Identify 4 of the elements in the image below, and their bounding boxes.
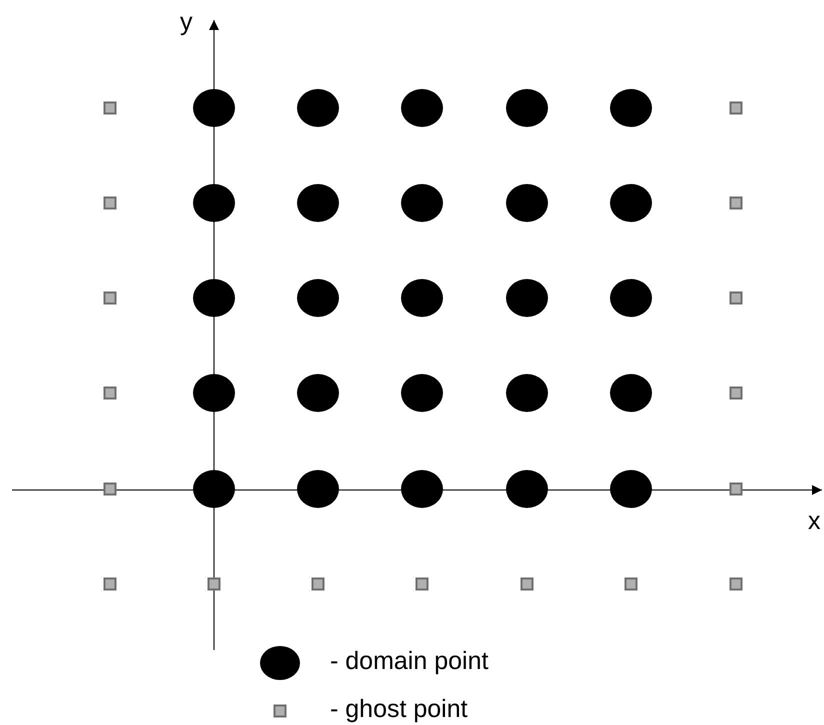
legend-label: - ghost point	[330, 695, 468, 723]
legend-label: - domain point	[330, 647, 488, 675]
axis-label: y	[180, 8, 192, 36]
axis-label: x	[808, 507, 820, 535]
